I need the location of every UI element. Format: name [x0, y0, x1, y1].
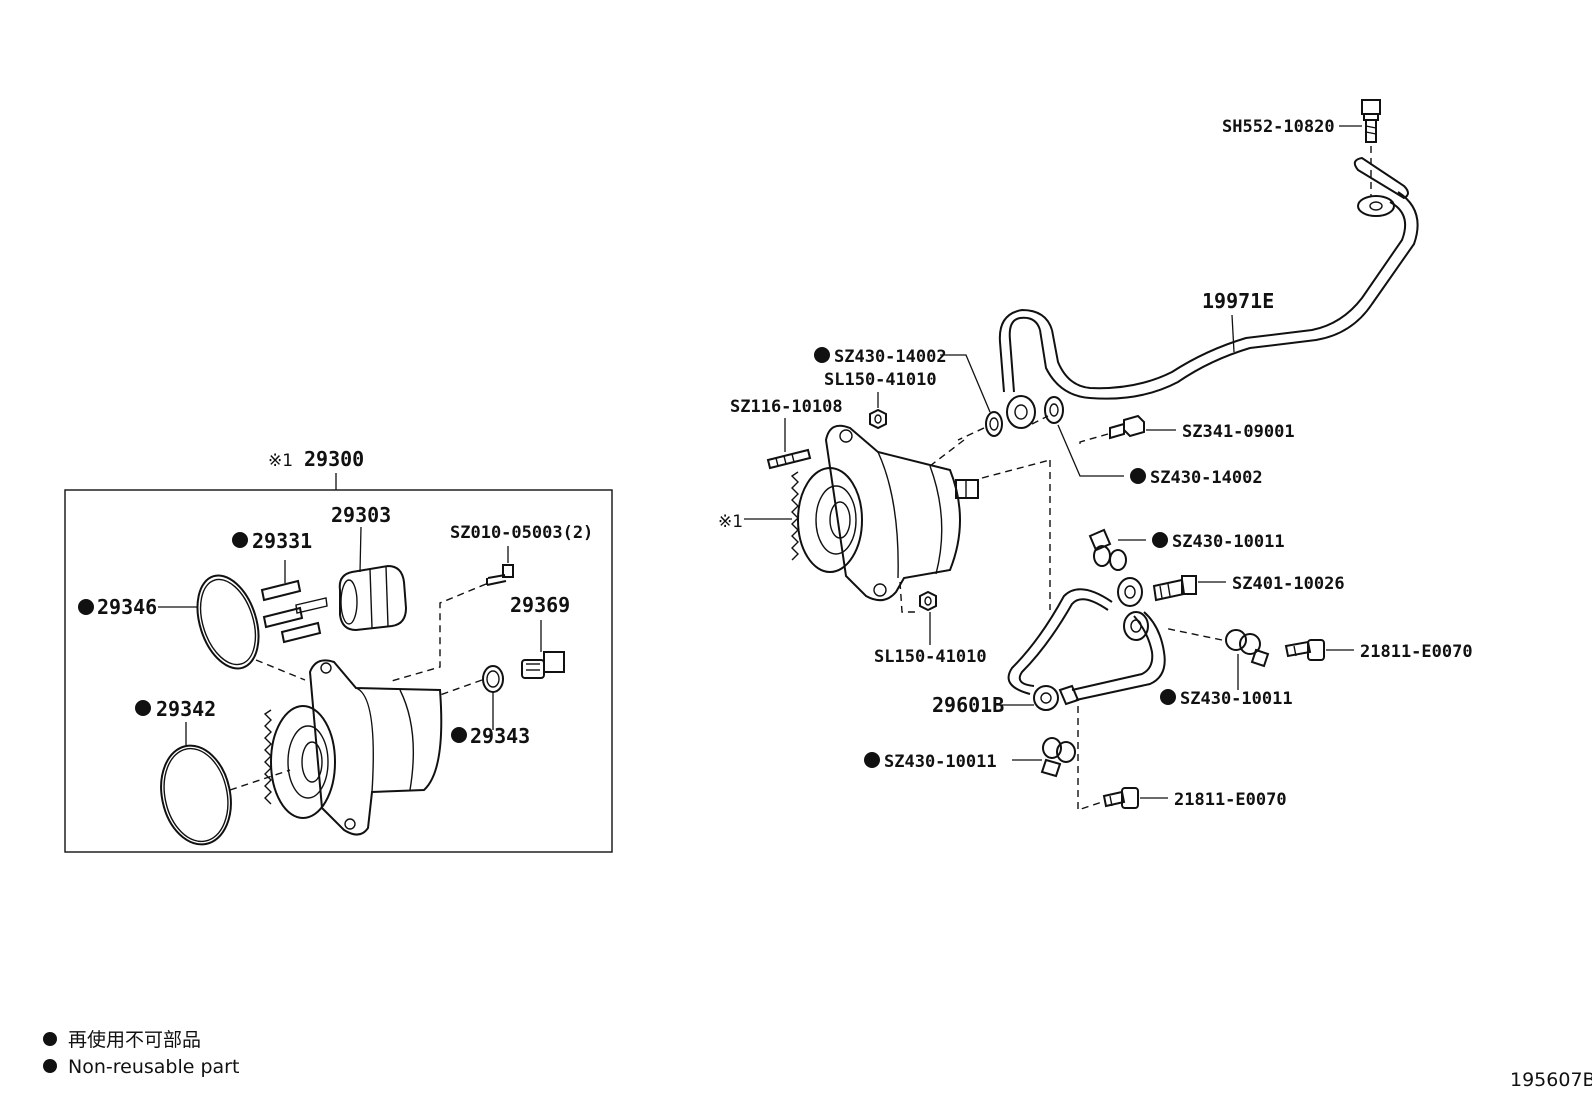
bolt-sh552: SH552-10820 [1222, 99, 1381, 196]
pump-body-right: ※1 [718, 424, 1051, 610]
label-29343: 29343 [470, 724, 530, 748]
hose-29601b: 29601B [932, 577, 1166, 717]
pump-body-left [263, 659, 443, 836]
nut-sl150-bottom: SL150-41010 [874, 581, 987, 667]
non-reusable-dot [43, 1032, 57, 1046]
label-sz430-14002-a: SZ430-14002 [834, 347, 947, 367]
label-sz116: SZ116-10108 [730, 397, 843, 417]
clip-sz430-10011-c: SZ430-10011 [864, 737, 1076, 778]
pump-ref-mark: ※1 [718, 512, 743, 532]
sensor-29369: 29369 [510, 593, 570, 679]
non-reusable-dot [1160, 689, 1176, 705]
label-29300: 29300 [304, 447, 364, 471]
label-sz430-10011-c: SZ430-10011 [884, 752, 997, 772]
non-reusable-dot [451, 727, 467, 743]
label-sz010: SZ010-05003(2) [450, 523, 593, 543]
non-reusable-dot [814, 347, 830, 363]
legend-line-english: Non-reusable part [68, 1056, 239, 1078]
non-reusable-dot [864, 752, 880, 768]
label-29601b: 29601B [932, 693, 1004, 717]
label-21811-b: 21811-E0070 [1174, 790, 1287, 810]
label-sh552: SH552-10820 [1222, 117, 1335, 137]
label-sz430-10011-b: SZ430-10011 [1180, 689, 1293, 709]
pipe-19971e: 19971E [998, 156, 1419, 429]
washer-29343: 29343 [439, 665, 530, 748]
label-29369: 29369 [510, 593, 570, 617]
bolt-sz010: SZ010-05003(2) [387, 523, 593, 683]
label-29342: 29342 [156, 697, 216, 721]
nut-sl150-top: SL150-41010 [824, 370, 937, 430]
oring-29346: 29346 [78, 574, 306, 681]
label-21811-a: 21811-E0070 [1360, 642, 1473, 662]
stud-sz116: SZ116-10108 [730, 397, 843, 470]
oring-29342: 29342 [135, 697, 291, 846]
bolt-21811-b: 21811-E0070 [1077, 706, 1287, 811]
non-reusable-dot [135, 700, 151, 716]
label-19971e: 19971E [1202, 289, 1274, 313]
vanes-29331: 29331 [232, 529, 328, 644]
bolt-21811-a: 21811-E0070 [1284, 639, 1473, 662]
assembly-box: ※1 29300 [64, 447, 613, 853]
non-reusable-dot [232, 532, 248, 548]
label-sz401: SZ401-10026 [1232, 574, 1345, 594]
label-sz341: SZ341-09001 [1182, 422, 1295, 442]
bolt-sz401: SZ401-10026 [1152, 574, 1345, 602]
label-29346: 29346 [97, 595, 157, 619]
clip-sz430-10011-a: SZ430-10011 [1088, 528, 1285, 571]
non-reusable-dot [43, 1059, 57, 1073]
legend: 再使用不可部品 Non-reusable part [43, 1029, 239, 1078]
clip-sz430-10011-b: SZ430-10011 [1160, 627, 1293, 709]
non-reusable-dot [1152, 532, 1168, 548]
washer-sz430-14002-b: SZ430-14002 [1031, 396, 1263, 488]
label-29331: 29331 [252, 529, 312, 553]
label-sl150-bottom: SL150-41010 [874, 647, 987, 667]
assembly-ref-mark: ※1 [268, 451, 293, 471]
bolt-sz341: SZ341-09001 [1079, 414, 1295, 446]
rotor-29303: 29303 [331, 503, 408, 632]
label-29303: 29303 [331, 503, 391, 527]
figure-id: 195607B [1510, 1069, 1592, 1091]
non-reusable-dot [1130, 468, 1146, 484]
label-sz430-14002-b: SZ430-14002 [1150, 468, 1263, 488]
washer-sz430-14002-a: SZ430-14002 [814, 347, 1003, 441]
label-sl150-top: SL150-41010 [824, 370, 937, 390]
label-sz430-10011-a: SZ430-10011 [1172, 532, 1285, 552]
non-reusable-dot [78, 599, 94, 615]
legend-line-japanese: 再使用不可部品 [68, 1029, 201, 1051]
